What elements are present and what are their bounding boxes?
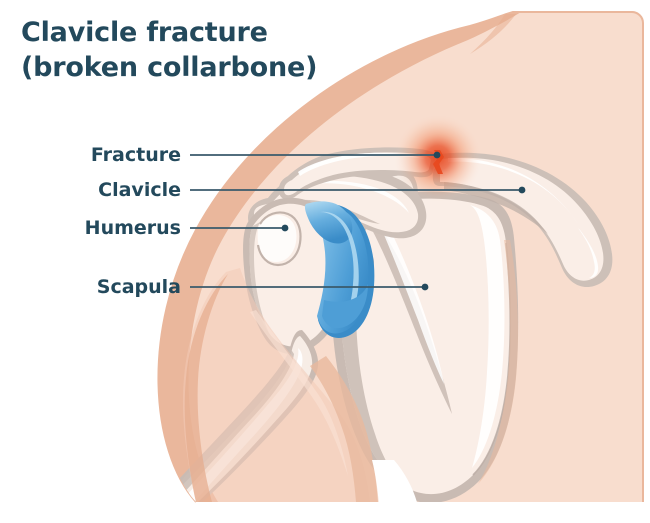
labrum-highlight-edge [320, 211, 359, 324]
torso-skin-shading [470, 14, 518, 484]
skin-panel-border [157, 11, 644, 503]
labrum-upper-lobe [304, 201, 353, 244]
label-fracture: Fracture [90, 144, 181, 166]
figure-title: Clavicle fracture (broken collarbone) [21, 17, 318, 83]
upper-arm-skin [182, 268, 378, 502]
clavicle-medial-highlight [298, 152, 428, 176]
torso-lateral-shadow [478, 240, 518, 484]
scapula-lateral-highlight [470, 205, 505, 468]
glenoid-labrum-cartilage [304, 201, 375, 339]
label-scapula: Scapula [96, 276, 181, 298]
leader-clavicle [190, 186, 526, 194]
label-humerus: Humerus [84, 217, 181, 239]
bottom-crop-mask [0, 502, 650, 523]
leader-dot-clavicle [518, 186, 526, 194]
scapula-inner-glint [381, 222, 444, 384]
scapula-spine-ridge [371, 222, 452, 414]
humerus-greater-tubercle-line [256, 211, 302, 267]
annotation-leaders [190, 151, 526, 291]
arm-torso-gap [372, 460, 418, 502]
label-clavicle: Clavicle [98, 179, 181, 201]
labrum-bottom-lobe [322, 284, 368, 329]
leader-scapula [190, 283, 429, 291]
arm-skin-outer [182, 268, 370, 502]
scapula-bone [331, 191, 519, 502]
arm-skin-front-edge [310, 356, 378, 502]
neck-skin-shadow [470, 14, 516, 54]
clavicle-bone [278, 147, 613, 288]
arm-skin-back-edge [184, 274, 228, 502]
leader-fracture [190, 151, 441, 159]
fracture-break-gap [433, 150, 444, 174]
clavicle-distal-club-highlight [578, 228, 599, 278]
leader-dot-scapula [421, 283, 429, 291]
humerus-shaft-body [166, 336, 313, 502]
leader-dot-fracture [433, 151, 441, 159]
clavicle-lateral-highlight [448, 157, 578, 224]
leader-humerus [190, 224, 289, 232]
leader-dot-humerus [281, 224, 289, 232]
clavicle-lateral-inner [440, 157, 604, 281]
